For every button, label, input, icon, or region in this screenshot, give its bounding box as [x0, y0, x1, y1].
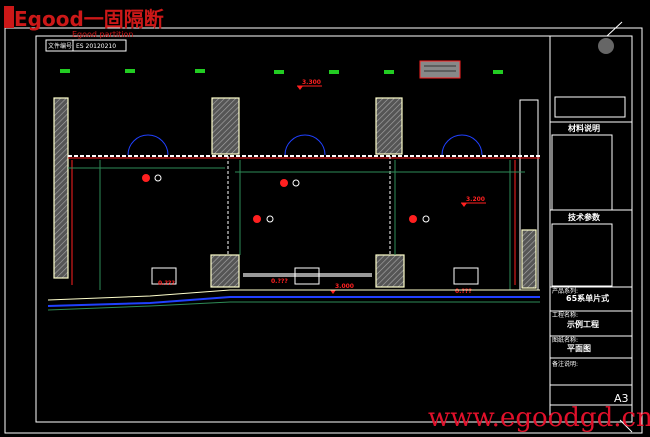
- cabinet: [294, 267, 320, 285]
- logo: Egood一固隔断 Egood partition: [4, 6, 164, 39]
- remarks-label: 备注说明:: [552, 360, 578, 368]
- dim-label: 0.???: [271, 278, 288, 285]
- file-number-label: 文件编号: [48, 42, 72, 50]
- file-number-value: ES 20120210: [76, 43, 116, 50]
- logo-brand: Egood一固隔断: [14, 7, 164, 31]
- ceiling-tags: [60, 69, 503, 74]
- corner-mark: [606, 21, 623, 37]
- file-number-box: 文件编号 ES 20120210: [45, 39, 127, 52]
- air-vent-icon: [419, 60, 461, 79]
- product-label: 产品系列:: [552, 287, 578, 295]
- logo-mark-icon: [4, 6, 14, 28]
- svg-text:3.000: 3.000: [335, 283, 354, 290]
- elevation-right: 3.200: [461, 196, 486, 207]
- floor-edge-green: [47, 301, 540, 311]
- watermark: www.egoodgd.cn: [428, 403, 650, 433]
- elevation-top: 3.300: [297, 79, 322, 90]
- product-name: 65系单片式: [566, 293, 609, 303]
- project-label: 工程名称:: [552, 311, 578, 319]
- column: [211, 97, 240, 155]
- column: [375, 97, 403, 155]
- dim-label: 0.???: [455, 288, 472, 295]
- svg-text:3.300: 3.300: [302, 79, 321, 86]
- column: [210, 254, 240, 288]
- specs-heading: 技术参数: [568, 212, 601, 222]
- column: [375, 254, 405, 288]
- light-fixtures: [142, 174, 430, 223]
- door-swings: [127, 134, 483, 156]
- grid-lines: [68, 160, 525, 290]
- project-name: 示例工程: [566, 319, 599, 329]
- dim-label: 0.???: [158, 280, 175, 287]
- drawing-name: 平面图: [567, 344, 591, 353]
- paper-size: A3: [614, 392, 629, 405]
- floor-edge: [47, 289, 540, 301]
- cabinet: [453, 267, 479, 285]
- outer-frame: [4, 27, 643, 434]
- wall-left: [53, 97, 69, 279]
- materials-heading: 材料说明: [568, 123, 600, 133]
- logo-subtitle: Egood partition: [72, 30, 134, 39]
- inner-frame: [35, 35, 633, 423]
- svg-text:3.200: 3.200: [466, 196, 485, 203]
- drawing-label: 图纸名称:: [552, 336, 578, 344]
- title-block: 材料说明 技术参数 产品系列: 65系单片式 工程名称: 示例工程 图纸名称: …: [549, 35, 633, 423]
- floor-edge-blue: [47, 296, 540, 307]
- wall-right-hatch: [521, 229, 537, 289]
- cabinet: [151, 267, 177, 285]
- elevation-bottom: 3.000: [330, 283, 355, 294]
